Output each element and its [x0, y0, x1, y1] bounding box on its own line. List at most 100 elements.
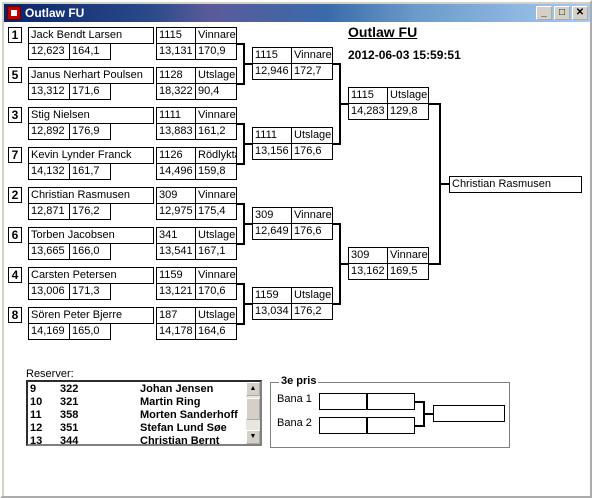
player-value-1[interactable]: 13,665	[28, 243, 70, 260]
r1-value-2[interactable]: 170,6	[195, 283, 237, 300]
r1-value-2[interactable]: 161,2	[195, 123, 237, 140]
r2-value-2[interactable]: 176,2	[291, 303, 333, 320]
player-value-2[interactable]: 166,0	[69, 243, 111, 260]
r1-result[interactable]: Rödlyktan	[195, 147, 237, 164]
r2-value-1[interactable]: 13,156	[252, 143, 292, 160]
r2-result[interactable]: Vinnare	[291, 47, 333, 64]
r1-result[interactable]: Vinnare	[195, 187, 237, 204]
minimize-button[interactable]: _	[536, 6, 552, 20]
r3-result[interactable]: Utslagen	[387, 87, 429, 104]
r2-value-1[interactable]: 13,034	[252, 303, 292, 320]
r1-value-2[interactable]: 170,9	[195, 43, 237, 60]
scroll-up-icon[interactable]: ▲	[246, 382, 260, 396]
r1-value-1[interactable]: 18,322	[156, 83, 196, 100]
player-value-2[interactable]: 171,3	[69, 283, 111, 300]
bana2-result[interactable]	[367, 417, 415, 434]
r2-value-2[interactable]: 176,6	[291, 143, 333, 160]
player-name[interactable]: Christian Rasmusen	[28, 187, 154, 204]
r2-code[interactable]: 1111	[252, 127, 292, 144]
r1-code[interactable]: 1128	[156, 67, 196, 84]
player-value-2[interactable]: 176,2	[69, 203, 111, 220]
r3-value-2[interactable]: 169,5	[387, 263, 429, 280]
r3-result[interactable]: Vinnare	[387, 247, 429, 264]
r3-code[interactable]: 309	[348, 247, 388, 264]
player-name[interactable]: Janus Nerhart Poulsen	[28, 67, 154, 84]
r2-value-1[interactable]: 12,946	[252, 63, 292, 80]
r1-code[interactable]: 1126	[156, 147, 196, 164]
r2-result[interactable]: Utslagen	[291, 287, 333, 304]
player-value-1[interactable]: 13,312	[28, 83, 70, 100]
player-value-2[interactable]: 165,0	[69, 323, 111, 340]
r1-result[interactable]: Utslagen	[195, 307, 237, 324]
r2-value-1[interactable]: 12,649	[252, 223, 292, 240]
player-value-1[interactable]: 12,892	[28, 123, 70, 140]
player-value-2[interactable]: 171,6	[69, 83, 111, 100]
player-value-1[interactable]: 14,132	[28, 163, 70, 180]
title-bar[interactable]: Outlaw FU _ □ ✕	[4, 4, 590, 22]
r1-value-2[interactable]: 164,6	[195, 323, 237, 340]
r2-result[interactable]: Vinnare	[291, 207, 333, 224]
player-name[interactable]: Sören Peter Bjerre	[28, 307, 154, 324]
player-value-1[interactable]: 12,623	[28, 43, 70, 60]
bana1-result[interactable]	[367, 393, 415, 410]
r1-result[interactable]: Utslagen	[195, 67, 237, 84]
r1-code[interactable]: 1111	[156, 107, 196, 124]
r1-value-1[interactable]: 13,541	[156, 243, 196, 260]
r1-value-1[interactable]: 13,883	[156, 123, 196, 140]
player-name[interactable]: Jack Bendt Larsen	[28, 27, 154, 44]
r1-code[interactable]: 1159	[156, 267, 196, 284]
player-name[interactable]: Kevin Lynder Franck	[28, 147, 154, 164]
r1-value-1[interactable]: 14,178	[156, 323, 196, 340]
r3-value-2[interactable]: 129,8	[387, 103, 429, 120]
r1-value-2[interactable]: 90,4	[195, 83, 237, 100]
player-value-2[interactable]: 164,1	[69, 43, 111, 60]
reserves-scrollbar[interactable]: ▲ ▼	[246, 382, 260, 444]
r3-value-1[interactable]: 14,283	[348, 103, 388, 120]
r1-value-1[interactable]: 13,131	[156, 43, 196, 60]
r1-value-1[interactable]: 14,496	[156, 163, 196, 180]
r3-code[interactable]: 1115	[348, 87, 388, 104]
player-value-2[interactable]: 161,7	[69, 163, 111, 180]
r1-code[interactable]: 187	[156, 307, 196, 324]
r1-value-2[interactable]: 167,1	[195, 243, 237, 260]
r2-value-2[interactable]: 176,6	[291, 223, 333, 240]
r1-result[interactable]: Vinnare	[195, 107, 237, 124]
r2-code[interactable]: 1115	[252, 47, 292, 64]
r1-code[interactable]: 341	[156, 227, 196, 244]
r1-result[interactable]: Vinnare	[195, 267, 237, 284]
maximize-button[interactable]: □	[554, 6, 570, 20]
bana1-player[interactable]	[319, 393, 367, 410]
r1-code[interactable]: 1115	[156, 27, 196, 44]
r1-result[interactable]: Vinnare	[195, 27, 237, 44]
r2-code[interactable]: 1159	[252, 287, 292, 304]
r3-value-1[interactable]: 13,162	[348, 263, 388, 280]
close-button[interactable]: ✕	[572, 6, 588, 20]
third-place-winner[interactable]	[433, 405, 505, 422]
player-name[interactable]: Torben Jacobsen	[28, 227, 154, 244]
r1-value-2[interactable]: 159,8	[195, 163, 237, 180]
r2-code[interactable]: 309	[252, 207, 292, 224]
player-value-1[interactable]: 14,169	[28, 323, 70, 340]
scroll-down-icon[interactable]: ▼	[246, 430, 260, 444]
r2-result[interactable]: Utslagen	[291, 127, 333, 144]
r1-value-1[interactable]: 13,121	[156, 283, 196, 300]
scroll-thumb[interactable]	[246, 398, 260, 420]
r1-value-2[interactable]: 175,4	[195, 203, 237, 220]
winner-name[interactable]: Christian Rasmusen	[449, 176, 582, 193]
bana2-player[interactable]	[319, 417, 367, 434]
player-name[interactable]: Stig Nielsen	[28, 107, 154, 124]
r2-value-2[interactable]: 172,7	[291, 63, 333, 80]
r1-result[interactable]: Utslagen	[195, 227, 237, 244]
r1-code[interactable]: 309	[156, 187, 196, 204]
player-value-1[interactable]: 12,871	[28, 203, 70, 220]
player-name[interactable]: Carsten Petersen	[28, 267, 154, 284]
player-value-2[interactable]: 176,9	[69, 123, 111, 140]
r1-value-1[interactable]: 12,975	[156, 203, 196, 220]
app-icon[interactable]	[7, 6, 21, 20]
